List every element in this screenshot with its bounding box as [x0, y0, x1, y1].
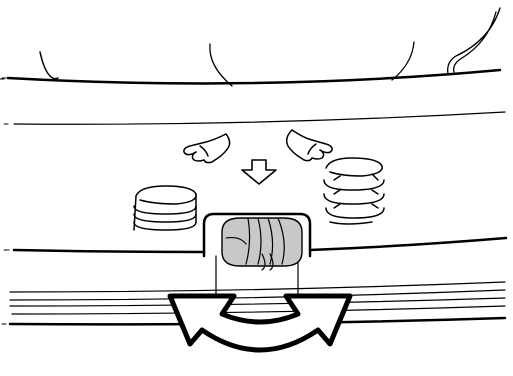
upper-panel-edge	[0, 7, 502, 87]
left-pointing-hand-icon	[183, 133, 231, 164]
rotate-arrow-icon	[167, 293, 353, 353]
knob	[221, 217, 303, 271]
rail-line-upper	[3, 236, 508, 254]
compressed-spring-icon	[133, 185, 197, 231]
middle-panel-line	[3, 111, 506, 125]
knob-housing	[202, 212, 312, 297]
rail-lines-lower	[1, 281, 507, 326]
right-pointing-hand-icon	[285, 129, 333, 162]
extended-spring-icon	[323, 157, 385, 225]
down-arrow-icon	[241, 159, 277, 185]
